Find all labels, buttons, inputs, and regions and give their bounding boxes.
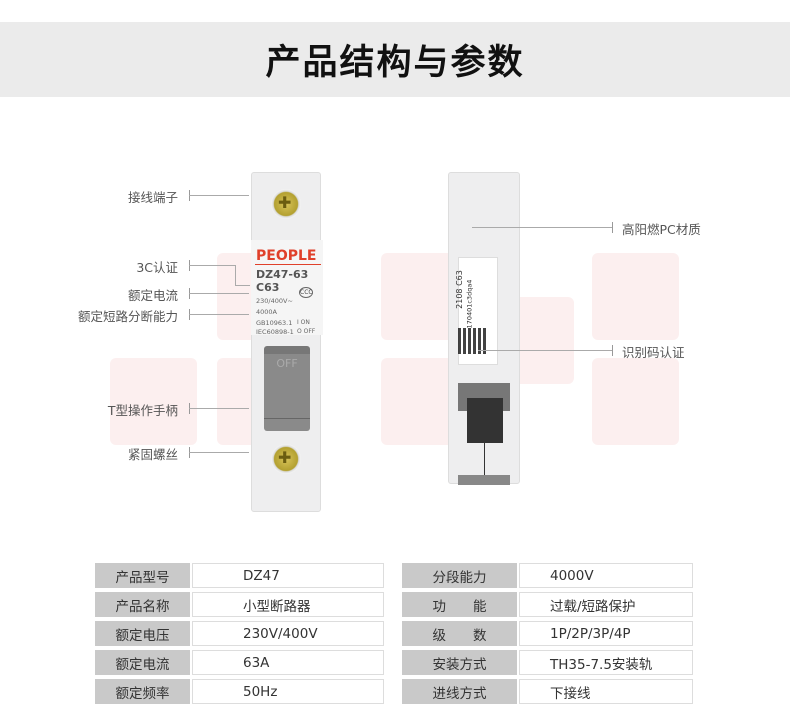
label-screw: 紧固螺丝 xyxy=(127,447,178,462)
label-3c: 3C认证 xyxy=(136,260,178,275)
voltage-text: 230/400V~ xyxy=(256,297,293,305)
spec-key: 产品型号 xyxy=(95,563,190,588)
table-row: 进线方式下接线 xyxy=(402,679,693,704)
spec-value: 过载/短路保护 xyxy=(519,592,693,617)
ccc-mark: CCC xyxy=(299,287,313,298)
spec-value: 230V/400V xyxy=(192,621,384,646)
spec-key: 级 数 xyxy=(402,621,517,646)
off-text: O OFF xyxy=(297,328,316,335)
terminal-screw-bottom xyxy=(271,444,301,474)
terminal-screw-top xyxy=(271,189,301,219)
label-breaking-capacity: 额定短路分断能力 xyxy=(77,309,178,324)
label-rated-current: 额定电流 xyxy=(127,288,178,303)
spec-key: 额定电压 xyxy=(95,621,190,646)
brand-logo: PEOPLE xyxy=(256,248,317,264)
spec-key: 功 能 xyxy=(402,592,517,617)
code-text: 2108 C63 xyxy=(454,270,464,309)
table-row: 功 能过载/短路保护 xyxy=(402,592,693,617)
label-material: 高阳燃PC材质 xyxy=(622,222,701,237)
spec-key: 额定电流 xyxy=(95,650,190,675)
spec-key: 产品名称 xyxy=(95,592,190,617)
spec-value: 小型断路器 xyxy=(192,592,384,617)
handle-text: OFF xyxy=(276,357,298,370)
spec-value: TH35-7.5安装轨 xyxy=(519,650,693,675)
model-text: DZ47-63 xyxy=(256,268,309,281)
spec-value: 4000V xyxy=(519,563,693,588)
rating-text: C63 xyxy=(256,281,280,294)
code-text: 170401c3dqa4 xyxy=(465,279,474,329)
spec-value: 63A xyxy=(192,650,384,675)
page-title: 产品结构与参数 xyxy=(265,43,525,83)
capacity-text: 4000A xyxy=(256,308,277,316)
label-terminal: 接线端子 xyxy=(127,190,178,205)
spec-value: 下接线 xyxy=(519,679,693,704)
on-text: I ON xyxy=(297,319,310,326)
spec-key: 安装方式 xyxy=(402,650,517,675)
label-id-code: 识别码认证 xyxy=(622,345,685,360)
operating-handle[interactable]: OFF xyxy=(264,346,310,431)
spec-value: 1P/2P/3P/4P xyxy=(519,621,693,646)
table-row: 产品名称小型断路器 xyxy=(95,592,384,617)
spec-value: 50Hz xyxy=(192,679,384,704)
spec-key: 分段能力 xyxy=(402,563,517,588)
header-band: 产品结构与参数 xyxy=(0,22,790,97)
label-handle: T型操作手柄 xyxy=(107,403,178,418)
spec-key: 进线方式 xyxy=(402,679,517,704)
qr-code-icon xyxy=(458,328,486,354)
spec-key: 额定频率 xyxy=(95,679,190,704)
std-text: IEC60898-1 xyxy=(256,328,294,336)
std-text: GB10963.1 xyxy=(256,319,293,327)
spec-value: DZ47 xyxy=(192,563,384,588)
